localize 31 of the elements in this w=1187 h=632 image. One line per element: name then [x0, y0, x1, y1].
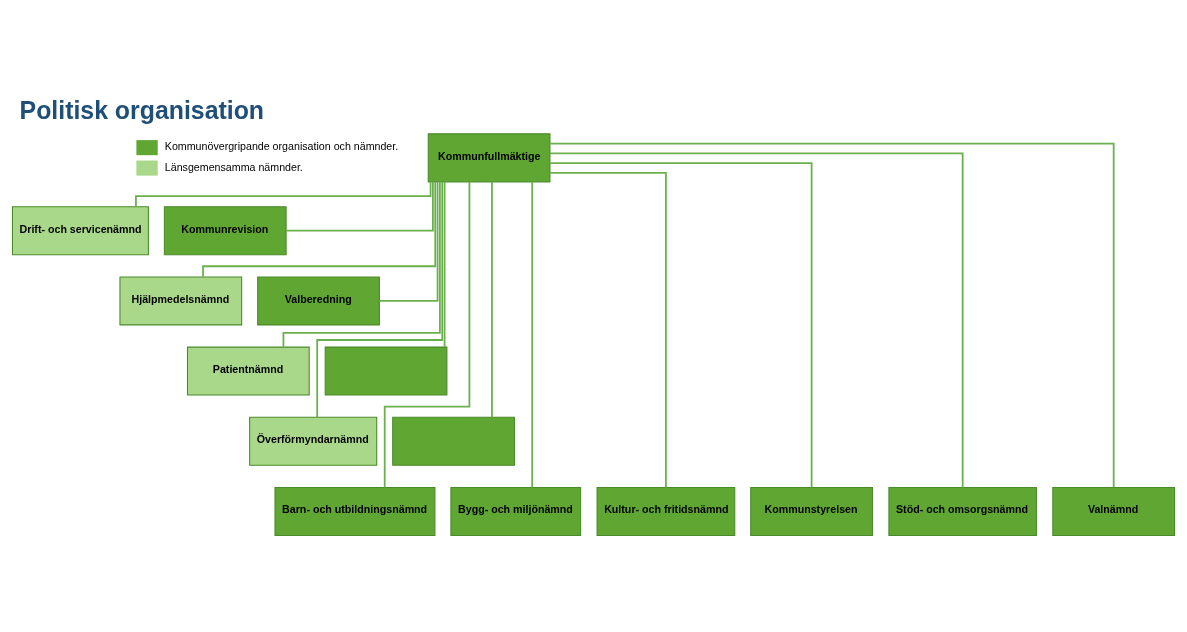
connector	[316, 181, 444, 419]
connector	[491, 181, 493, 419]
node-box: Valnämnd	[1052, 486, 1176, 536]
legend-label: Länsgemensamma nämnder.	[164, 160, 303, 173]
connector	[378, 181, 439, 302]
connector	[202, 181, 437, 278]
diagram-title: Politisk organisation	[19, 96, 265, 125]
node-box: Patientnämnd	[186, 346, 310, 396]
node-box: Överförmyndarnämnd	[249, 416, 378, 466]
connector	[549, 162, 813, 489]
node-box: Kommunrevision	[163, 206, 287, 256]
node-box: Valberedning	[257, 276, 380, 326]
connector	[549, 142, 1115, 489]
connector	[135, 181, 432, 208]
connector	[549, 152, 964, 489]
node-box	[392, 416, 515, 466]
connector	[549, 172, 667, 489]
node-box	[324, 346, 448, 396]
node-box: Kultur- och fritidsnämnd	[596, 486, 736, 536]
node-box: Barn- och utbildningsnämnd	[274, 486, 436, 536]
legend-label: Kommunövergripande organisation och nämnder.	[164, 140, 399, 153]
node-box: Kommunfullmäktige	[427, 133, 551, 183]
node-box: Drift- och servicenämnd	[11, 206, 149, 256]
connector	[531, 181, 534, 489]
node-box: Stöd- och omsorgsnämnd	[888, 486, 1037, 536]
node-box: Hjälpmedelsnämnd	[119, 276, 243, 326]
connector	[383, 181, 471, 489]
connector	[443, 181, 446, 348]
connector	[285, 181, 434, 232]
node-box: Kommunstyrelsen	[750, 486, 873, 536]
node-box: Bygg- och miljönämnd	[450, 486, 582, 536]
